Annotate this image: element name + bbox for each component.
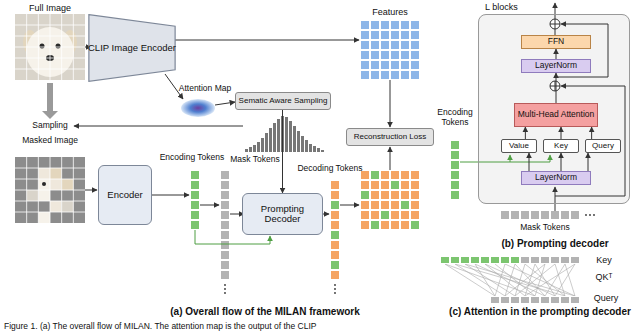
token-columns bbox=[190, 20, 420, 294]
layernorm-box: LayerNorm bbox=[521, 59, 591, 73]
panel-caption: (b) Prompting decoder bbox=[501, 238, 608, 250]
ffn-box: FFN bbox=[521, 35, 591, 49]
query-box: Query bbox=[585, 139, 621, 153]
key-box: Key bbox=[543, 139, 579, 153]
attention-map bbox=[181, 99, 215, 117]
attention-box: Multi-Head Attention bbox=[514, 103, 599, 127]
panel-caption: (a) Overall flow of the MILAN framework bbox=[170, 306, 359, 318]
connector bbox=[556, 73, 557, 103]
attention-graph bbox=[440, 256, 580, 304]
image-label: Full Image bbox=[29, 3, 71, 13]
layernorm-box: LayerNorm bbox=[521, 171, 591, 185]
decoder-box: Prompting Decoder bbox=[242, 193, 323, 235]
map-label: Attention Map bbox=[179, 84, 231, 94]
panel-caption: (c) Attention in the prompting decoder bbox=[449, 306, 631, 318]
token-label: Mask Tokens bbox=[230, 155, 279, 165]
connector bbox=[525, 127, 526, 139]
histogram bbox=[245, 116, 324, 152]
box-text: CLIP Image Encoder bbox=[88, 43, 176, 53]
block-panel: L blocksFFNLayerNormMulti-Head Attention… bbox=[478, 14, 630, 204]
features-label: Features bbox=[372, 7, 408, 17]
box-text: Value bbox=[509, 142, 529, 151]
block-heading: L blocks bbox=[485, 3, 518, 13]
box-text: LayerNorm bbox=[535, 61, 577, 70]
encoder-trapezoid: CLIP Image Encoder bbox=[88, 14, 176, 82]
figure-caption: Figure 1. (a) The overall flow of MILAN.… bbox=[4, 322, 316, 332]
connector bbox=[561, 127, 562, 139]
box-text: LayerNorm bbox=[535, 173, 577, 182]
sampling-arrow bbox=[42, 83, 58, 119]
encoder-box: Encoder bbox=[98, 165, 152, 225]
connector bbox=[556, 49, 557, 59]
masked-image bbox=[15, 157, 85, 223]
token-label: Decoding Tokens bbox=[297, 164, 362, 174]
image-label: Masked Image bbox=[22, 136, 78, 146]
token-label: Encoding Tokens bbox=[434, 108, 476, 128]
box-text: Multi-Head Attention bbox=[518, 110, 595, 119]
box-text: Encoder bbox=[107, 190, 142, 200]
value-box: Value bbox=[501, 139, 537, 153]
connector bbox=[588, 153, 589, 171]
connector bbox=[591, 127, 592, 139]
box-text: Prompting Decoder bbox=[243, 204, 322, 225]
axis-label: Query bbox=[594, 293, 619, 303]
formula-label: QKᵀ bbox=[596, 272, 613, 282]
box-text: Query bbox=[592, 142, 614, 151]
axis-label: Key bbox=[596, 255, 612, 265]
step-label: Sampling bbox=[32, 121, 67, 131]
box-text: Reconstruction Loss bbox=[354, 133, 426, 142]
connector bbox=[561, 153, 562, 171]
block-diagram bbox=[450, 3, 630, 220]
box-text: Sematic Aware Sampling bbox=[239, 97, 328, 106]
box-text: Key bbox=[554, 142, 568, 151]
loss-box: Reconstruction Loss bbox=[346, 128, 434, 146]
full-image bbox=[15, 14, 85, 80]
box-text: FFN bbox=[548, 37, 565, 46]
connector bbox=[282, 110, 283, 193]
token-label: Encoding Tokens bbox=[160, 153, 225, 163]
sampling-box: Sematic Aware Sampling bbox=[235, 92, 332, 110]
token-label: Mask Tokens bbox=[520, 223, 569, 233]
connector bbox=[529, 153, 530, 171]
